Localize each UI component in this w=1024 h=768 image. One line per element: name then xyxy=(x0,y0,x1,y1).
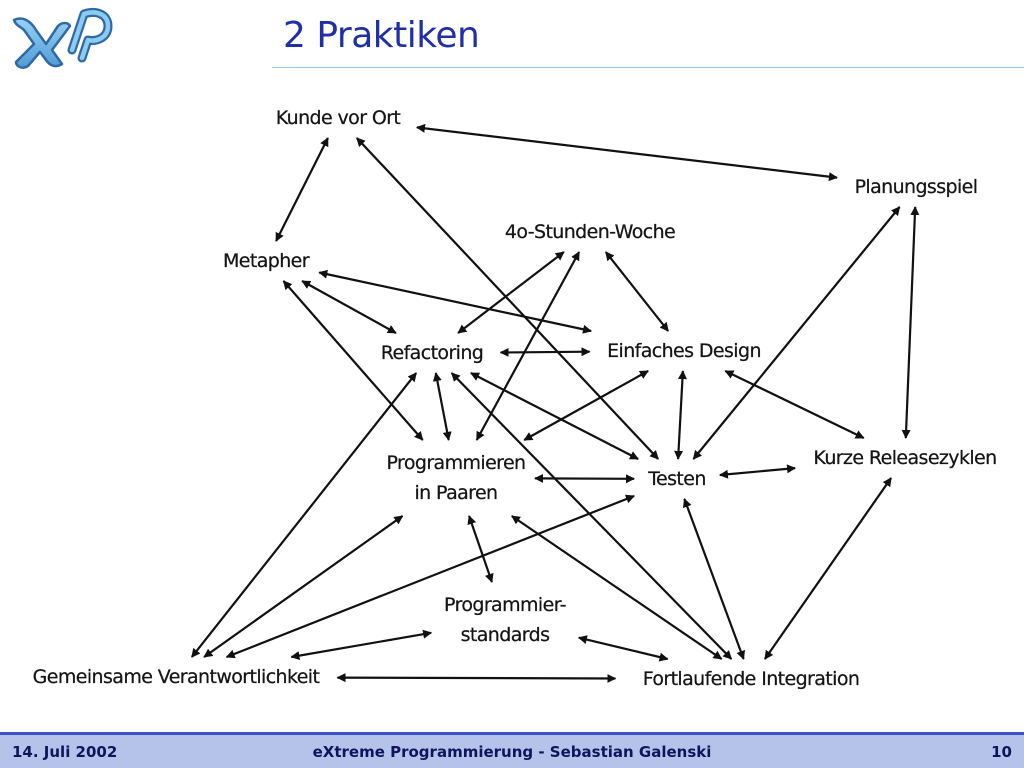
footer-bar: 14. Juli 2002 eXtreme Programmierung - S… xyxy=(0,732,1024,768)
node-integration: Fortlaufende Integration xyxy=(643,668,860,690)
footer-date: 14. Juli 2002 xyxy=(12,743,118,761)
node-refactoring: Refactoring xyxy=(381,342,484,364)
arrow-refactoring-gemeinsam xyxy=(190,372,418,658)
arrow-kunde-planung xyxy=(416,123,838,182)
arrow-refactoring-paare xyxy=(432,372,452,441)
xp-logo: XP xyxy=(12,8,113,69)
node-kunde: Kunde vor Ort xyxy=(276,107,402,129)
node-gemeinsam: Gemeinsame Verantwortlichkeit xyxy=(33,666,321,688)
arrow-kurze-integration xyxy=(763,477,893,660)
node-planung: Planungsspiel xyxy=(854,176,978,198)
node-label-standards-2: standards xyxy=(461,624,550,646)
node-metapher: Metapher xyxy=(223,250,311,272)
arrow-paare-gemeinsam xyxy=(203,515,404,658)
node-label-planung: Planungsspiel xyxy=(855,176,978,198)
node-standards: Programmier-standards xyxy=(444,594,567,646)
node-label-paare-1: Programmieren xyxy=(387,452,526,474)
node-label-standards-1: Programmier- xyxy=(444,594,566,616)
arrow-paare-standards xyxy=(467,515,494,583)
node-label-refactoring: Refactoring xyxy=(381,342,483,364)
node-label-paare-2: in Paaren xyxy=(415,482,498,504)
arrow-metapher-design xyxy=(318,269,592,334)
node-label-gemeinsam: Gemeinsame Verantwortlichkeit xyxy=(33,666,320,688)
node-testen: Testen xyxy=(647,468,706,490)
edges-layer xyxy=(190,123,920,683)
arrow-testen-integration xyxy=(682,498,746,660)
node-design: Einfaches Design xyxy=(607,340,762,362)
node-label-integration: Fortlaufende Integration xyxy=(643,668,860,690)
arrow-standards-integration xyxy=(577,635,669,662)
logo-p-icon xyxy=(67,8,113,63)
node-woche: 4o-Stunden-Woche xyxy=(505,221,676,243)
arrow-design-testen xyxy=(674,370,687,460)
arrow-standards-gemeinsam xyxy=(290,629,433,661)
node-label-design: Einfaches Design xyxy=(607,340,761,362)
node-paare: Programmieren in Paaren xyxy=(386,452,526,504)
node-label-kurze: Kurze Releasezyklen xyxy=(813,447,996,469)
arrow-planung-testen xyxy=(692,206,901,460)
arrow-refactoring-design xyxy=(499,347,591,357)
arrow-metapher-refactoring xyxy=(301,280,397,334)
node-label-kunde: Kunde vor Ort xyxy=(276,107,401,129)
arrow-refactoring-testen xyxy=(470,372,639,460)
slide-title: 2 Praktiken xyxy=(283,15,480,56)
node-label-metapher: Metapher xyxy=(223,250,310,272)
arrow-refactoring-integration xyxy=(450,372,733,660)
arrow-design-kurze xyxy=(724,370,865,439)
node-label-woche: 4o-Stunden-Woche xyxy=(505,221,675,243)
logo-x-icon xyxy=(12,17,72,69)
footer-author: eXtreme Programmierung - Sebastian Galen… xyxy=(312,743,712,761)
arrow-woche-design xyxy=(604,251,670,332)
arrow-gemeinsam-integration xyxy=(336,673,617,683)
node-kurze: Kurze Releasezyklen xyxy=(813,447,997,469)
arrow-design-paare xyxy=(523,370,649,441)
arrow-kunde-testen xyxy=(355,137,660,460)
arrow-planung-kurze xyxy=(901,206,920,439)
footer-page-number: 10 xyxy=(991,743,1012,761)
arrow-testen-kurze xyxy=(719,464,796,479)
arrow-kunde-metapher xyxy=(275,137,329,242)
arrow-paare-integration xyxy=(511,515,723,660)
node-label-testen: Testen xyxy=(647,468,706,490)
title-divider xyxy=(272,67,1024,68)
